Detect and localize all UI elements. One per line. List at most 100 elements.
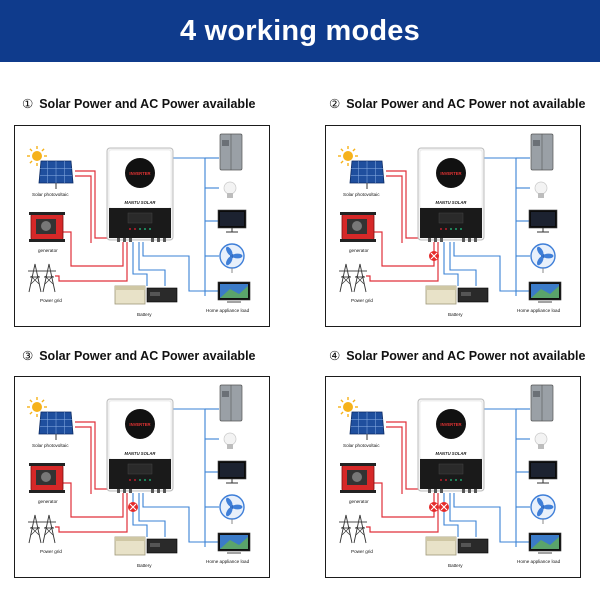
solar-panel-icon [38,411,74,440]
solar-line-2 [75,175,92,243]
battery-icon [114,285,178,305]
load-bus [170,157,206,296]
load-label: Home appliance load [206,559,250,564]
inverter-brand: MANTU SOLAR [436,451,467,456]
solar-line [75,170,118,239]
inverter-load-line [453,493,530,543]
load-bus [481,157,517,296]
generator-label: generator [38,248,58,253]
generator-label: generator [349,499,369,504]
battery-disconnect-marker [439,502,449,512]
inverter-screen-text: INVERTER [440,422,461,427]
sun-icon [27,397,47,417]
refrigerator-icon [530,133,554,171]
power-tower-icon [339,514,367,544]
refrigerator-icon [530,384,554,422]
grid-label: Power grid [351,549,373,554]
load-label: Home appliance load [206,308,250,313]
battery-line [132,493,148,537]
television-icon [528,532,562,554]
battery-line-2 [449,242,477,286]
solar-line-2 [386,175,403,243]
inverter-screen-text: INVERTER [129,422,150,427]
television-icon [528,281,562,303]
battery-line [132,242,148,286]
inverter-icon [417,147,485,242]
inverter-load-line [142,493,219,543]
solar-line [386,170,429,239]
battery-disconnect-marker [128,502,138,512]
battery-line-2 [138,242,166,286]
solar-line-2 [75,426,92,494]
mode-2-text: Solar Power and AC Power not available [346,97,586,111]
inverter-load-line [453,242,530,292]
mode-4-number: ④ [329,348,341,363]
inverter-screen-text: INVERTER [129,171,150,176]
inverter-brand: MANTU SOLAR [125,451,156,456]
fan-icon [530,494,556,524]
fan-icon [530,243,556,273]
title-banner: 4 working modes [0,0,600,62]
inverter-brand: MANTU SOLAR [436,200,467,205]
generator-line [63,231,124,267]
monitor-icon [217,460,247,484]
television-icon [217,281,251,303]
load-bus [170,408,206,547]
inverter-icon [106,398,174,493]
solar-line [75,421,118,490]
solar-label: Solar photovoltaic [32,192,69,197]
battery-icon [114,536,178,556]
light-bulb-icon [534,432,548,449]
solar-line [386,421,429,490]
fan-icon [219,243,245,273]
battery-label: Battery [448,563,463,568]
mode-2-label: ② Solar Power and AC Power not available [329,96,585,111]
solar-panel-icon [349,411,385,440]
solar-label: Solar photovoltaic [343,192,380,197]
monitor-icon [217,209,247,233]
grid-line [55,493,128,533]
generator-icon [29,212,65,242]
solar-panel-icon [349,160,385,189]
page-title: 4 working modes [180,14,420,47]
inverter-load-line [142,242,219,292]
solar-panel-icon [38,160,74,189]
ac-disconnect-marker [429,251,439,261]
load-label: Home appliance load [517,308,561,313]
mode-4-label: ④ Solar Power and AC Power not available [329,348,585,363]
inverter-screen-text: INVERTER [440,171,461,176]
battery-icon [425,285,489,305]
grid-label: Power grid [40,549,62,554]
generator-label: generator [38,499,58,504]
battery-icon [425,536,489,556]
ac-disconnect-marker [429,502,439,512]
battery-line-2 [449,493,477,537]
television-icon [217,532,251,554]
generator-icon [340,212,376,242]
fan-icon [219,494,245,524]
power-tower-icon [28,263,56,293]
light-bulb-icon [223,432,237,449]
generator-icon [340,463,376,493]
mode-4-text: Solar Power and AC Power not available [346,349,586,363]
battery-label: Battery [137,563,152,568]
sun-icon [338,397,358,417]
load-bus [481,408,517,547]
load-label: Home appliance load [517,559,561,564]
inverter-icon [417,398,485,493]
light-bulb-icon [223,181,237,198]
solar-line-2 [386,426,403,494]
generator-line [63,482,124,518]
battery-line-2 [138,493,166,537]
power-tower-icon [28,514,56,544]
inverter-icon [106,147,174,242]
mode-2-number: ② [329,96,341,111]
